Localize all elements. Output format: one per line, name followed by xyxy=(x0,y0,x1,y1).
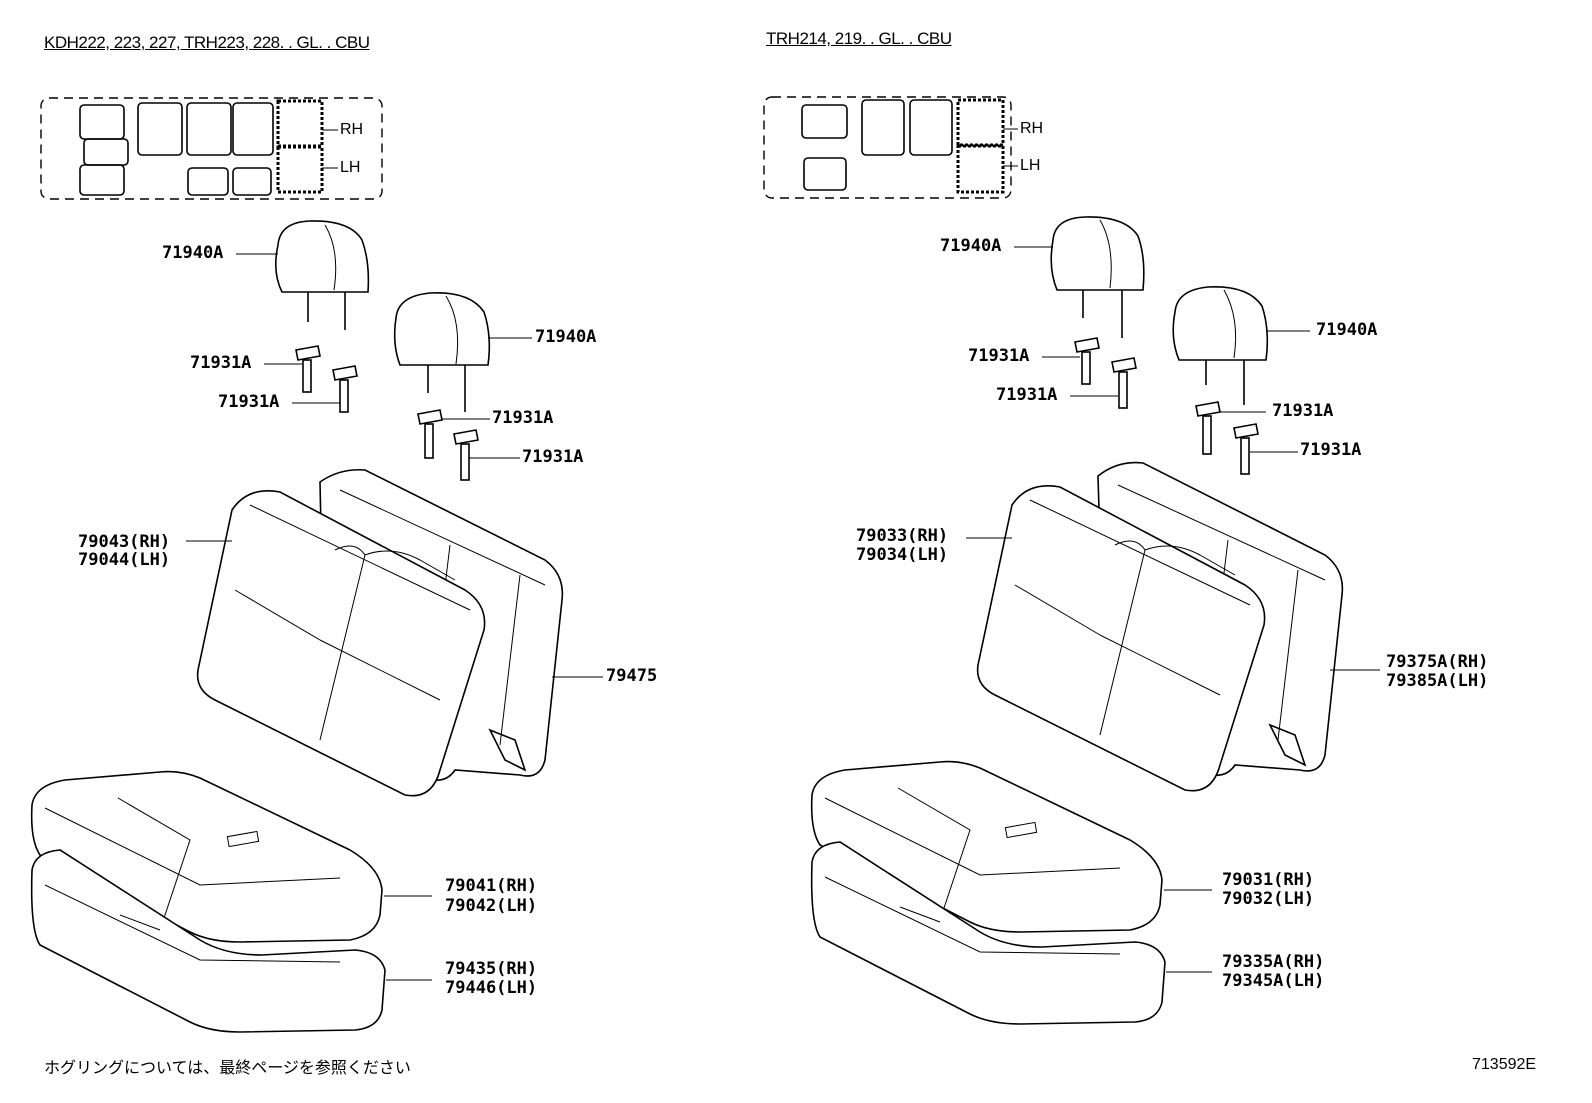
right-cushion-pad-rh-label[interactable]: 79335A(RH) xyxy=(1222,952,1325,972)
left-seatback-cover xyxy=(186,490,486,797)
left-support-b-label[interactable]: 71931A xyxy=(218,392,280,412)
left-cushion-pad-lh-label[interactable]: 79446(LH) xyxy=(445,978,538,998)
right-headrest-right-label[interactable]: 71940A xyxy=(1316,320,1378,340)
hog-ring-note: ホグリングについては、最終ページを参照ください xyxy=(44,1058,411,1077)
left-map-rh-label: RH xyxy=(340,121,364,138)
right-headrest-right xyxy=(1172,286,1310,405)
right-support-b-label[interactable]: 71931A xyxy=(996,385,1058,405)
left-cushion-pad xyxy=(30,849,432,1033)
right-support-a-label[interactable]: 71931A xyxy=(968,346,1030,366)
right-back-pad-rh-label[interactable]: 79375A(RH) xyxy=(1386,652,1489,672)
right-support-c-label[interactable]: 71931A xyxy=(1272,401,1334,421)
left-cushion-pad-rh-label[interactable]: 79435(RH) xyxy=(445,959,538,979)
illustration-code: 713592E xyxy=(1472,1056,1537,1073)
left-headrest-right-label[interactable]: 71940A xyxy=(535,327,597,347)
right-headrest-upper-label[interactable]: 71940A xyxy=(940,236,1002,256)
left-headrest-supports xyxy=(264,345,520,481)
right-cushion-pad-lh-label[interactable]: 79345A(LH) xyxy=(1222,971,1325,991)
right-model-title: TRH214, 219. . GL. . CBU xyxy=(766,29,952,48)
left-back-cover-rh-label[interactable]: 79043(RH) xyxy=(78,532,171,552)
right-seatback-cover xyxy=(966,485,1266,792)
left-support-a-label[interactable]: 71931A xyxy=(190,353,252,373)
right-cushion-pad xyxy=(810,841,1212,1025)
left-headrest-upper xyxy=(236,220,370,330)
left-cushion-cover-rh-label[interactable]: 79041(RH) xyxy=(445,876,538,896)
right-cushion-cover-lh-label[interactable]: 79032(LH) xyxy=(1222,889,1315,909)
left-map-lh-label: LH xyxy=(340,159,361,176)
right-headrest-upper xyxy=(1014,216,1145,338)
left-model-title: KDH222, 223, 227, TRH223, 228. . GL. . C… xyxy=(44,33,370,52)
left-support-d-label[interactable]: 71931A xyxy=(522,447,584,467)
left-cushion-cover-lh-label[interactable]: 79042(LH) xyxy=(445,896,538,916)
right-headrest-supports xyxy=(1042,337,1298,475)
right-back-pad-lh-label[interactable]: 79385A(LH) xyxy=(1386,671,1489,691)
right-seat-layout-map xyxy=(763,96,1018,199)
left-support-c-label[interactable]: 71931A xyxy=(492,408,554,428)
right-map-lh-label: LH xyxy=(1020,157,1041,174)
left-seat-layout-map xyxy=(40,97,383,200)
left-back-cover-lh-label[interactable]: 79044(LH) xyxy=(78,550,171,570)
right-support-d-label[interactable]: 71931A xyxy=(1300,440,1362,460)
right-back-cover-lh-label[interactable]: 79034(LH) xyxy=(856,545,949,565)
right-back-cover-rh-label[interactable]: 79033(RH) xyxy=(856,526,949,546)
left-headrest-right xyxy=(393,292,532,412)
left-headrest-upper-label[interactable]: 71940A xyxy=(162,243,224,263)
right-cushion-cover-rh-label[interactable]: 79031(RH) xyxy=(1222,870,1315,890)
right-map-rh-label: RH xyxy=(1020,120,1044,137)
left-back-pad-label[interactable]: 79475 xyxy=(606,666,658,686)
